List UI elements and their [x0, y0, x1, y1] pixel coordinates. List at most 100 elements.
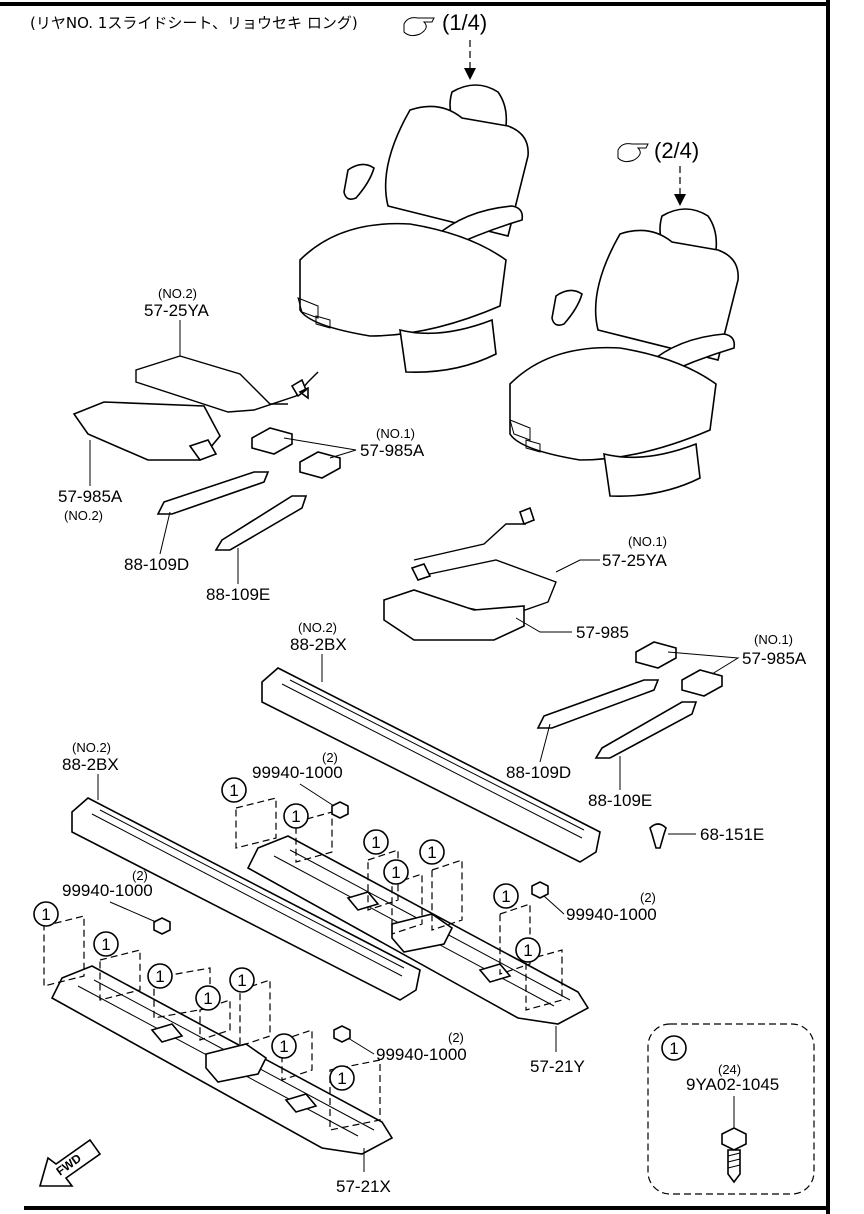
- svg-text:1: 1: [371, 833, 380, 852]
- svg-text:1: 1: [237, 971, 246, 990]
- arrow-down-icon: [674, 194, 686, 206]
- label-88-109E-a[interactable]: 88-109E: [206, 585, 270, 604]
- hand-pointer-icon: [617, 143, 649, 163]
- page-title: (リヤNO. 1スライドシート、リョウセキ ロング): [30, 14, 358, 32]
- label-88-2BX-b[interactable]: 88-2BX: [62, 755, 119, 774]
- label-99940-c[interactable]: 99940-1000: [62, 881, 153, 900]
- label-9YA02-1045[interactable]: 9YA02-1045: [686, 1075, 779, 1094]
- armrest-left: [343, 163, 375, 200]
- label-57-21X[interactable]: 57-21X: [336, 1177, 391, 1196]
- callout-box-lower-c: [329, 1059, 381, 1131]
- rail-57-21X: [50, 965, 394, 1155]
- ref-seat-1-label: (1/4): [442, 10, 487, 35]
- callout-markers: [33, 777, 541, 1091]
- callout-legend-marker: [661, 1035, 687, 1061]
- callout-marker: [329, 1065, 355, 1091]
- seat-base: [399, 318, 497, 373]
- label-99940-a[interactable]: 99940-1000: [252, 763, 343, 782]
- callout-box-lower-a: [43, 915, 211, 1019]
- seat-cushion: [299, 222, 507, 337]
- label-57-25YA-b[interactable]: 57-25YA: [602, 551, 668, 570]
- callout-marker: [229, 967, 255, 993]
- ref-seat-1[interactable]: (1/4): [403, 10, 487, 80]
- callout-marker: [515, 937, 541, 963]
- seat-1-illustration: [297, 84, 529, 373]
- label-68-151E[interactable]: 68-151E: [700, 825, 764, 844]
- svg-text:1: 1: [523, 941, 532, 960]
- label-no1-a: (NO.1): [376, 426, 415, 441]
- ref-seat-2[interactable]: (2/4): [617, 138, 699, 206]
- fwd-arrow-icon: FWD: [38, 1138, 102, 1187]
- seat-2-illustration: [509, 208, 739, 497]
- label-no2-c: (NO.2): [298, 620, 337, 635]
- bolt-9YA02-1045: [721, 1127, 747, 1184]
- nut-99940-c: [153, 917, 171, 935]
- nut-99940-a: [331, 801, 349, 819]
- svg-text:1: 1: [41, 905, 50, 924]
- callout-marker: [283, 803, 309, 829]
- rail-57-21Y: [246, 835, 590, 1025]
- callout-marker: [271, 1033, 297, 1059]
- label-no2-d: (NO.2): [72, 740, 111, 755]
- callout-box-lower-b: [199, 979, 313, 1081]
- seatback: [384, 105, 529, 237]
- label-57-985[interactable]: 57-985: [576, 623, 629, 642]
- label-88-109D-a[interactable]: 88-109D: [124, 555, 189, 574]
- callout-marker: [493, 883, 519, 909]
- nut-99940-d: [333, 1025, 351, 1043]
- svg-text:1: 1: [279, 1037, 288, 1056]
- seat-latch: [509, 419, 541, 453]
- spring-88-109E-a: [214, 495, 308, 551]
- seat-latch: [297, 297, 331, 329]
- svg-text:1: 1: [501, 887, 510, 906]
- frame-no2-illustration: [72, 355, 319, 461]
- callout-marker: [195, 985, 221, 1011]
- nut-99940-b: [531, 881, 549, 899]
- callout-marker: [221, 777, 247, 803]
- label-no1-c: (NO.1): [754, 632, 793, 647]
- label-88-109D-b[interactable]: 88-109D: [506, 763, 571, 782]
- clip-68-151E: [649, 823, 667, 849]
- seat-base: [603, 442, 701, 497]
- label-q2-b: (2): [640, 890, 656, 905]
- armrest-left: [551, 289, 583, 326]
- label-57-985A-a[interactable]: 57-985A: [360, 441, 425, 460]
- label-99940-b[interactable]: 99940-1000: [566, 905, 657, 924]
- svg-text:1: 1: [337, 1069, 346, 1088]
- label-88-2BX-a[interactable]: 88-2BX: [290, 635, 347, 654]
- label-57-21Y[interactable]: 57-21Y: [530, 1057, 585, 1076]
- callout-marker: [33, 901, 59, 927]
- seat-pan: [383, 589, 525, 641]
- label-57-985A-c[interactable]: 57-985A: [742, 649, 807, 668]
- label-57-985A-b[interactable]: 57-985A: [58, 487, 123, 506]
- bracket-57-985A-c: [635, 641, 677, 669]
- label-57-25YA-a[interactable]: 57-25YA: [144, 301, 210, 320]
- frame-no1-illustration: [383, 506, 557, 641]
- svg-text:1: 1: [391, 863, 400, 882]
- callout-box-upper-a: [235, 797, 333, 863]
- callout-legend-marker-label: 1: [669, 1039, 678, 1058]
- label-no2-b: (NO.2): [64, 508, 103, 523]
- callout-marker: [93, 931, 119, 957]
- label-99940-d[interactable]: 99940-1000: [376, 1045, 467, 1064]
- callout-marker: [363, 829, 389, 855]
- ref-seat-2-label: (2/4): [654, 138, 699, 163]
- callout-box-upper-b: [367, 849, 463, 935]
- hand-pointer-icon: [403, 17, 435, 37]
- seat-cushion: [509, 346, 717, 461]
- svg-text:1: 1: [291, 807, 300, 826]
- frame-tube: [135, 355, 319, 413]
- svg-text:1: 1: [427, 843, 436, 862]
- label-q2-c: (2): [132, 868, 148, 883]
- label-q2-a: (2): [322, 750, 338, 765]
- svg-text:1: 1: [203, 989, 212, 1008]
- svg-text:1: 1: [101, 935, 110, 954]
- callout-legend-box: [647, 1023, 815, 1195]
- spring-88-109D-b: [536, 679, 660, 729]
- callout-marker: [383, 859, 409, 885]
- label-88-109E-b[interactable]: 88-109E: [588, 791, 652, 810]
- spring-88-109E-b: [594, 701, 698, 759]
- label-q24: (24): [718, 1062, 741, 1077]
- callout-marker-labels: 1 1 1 1 1 1 1 1 1 1 1 1 1 1: [41, 781, 532, 1088]
